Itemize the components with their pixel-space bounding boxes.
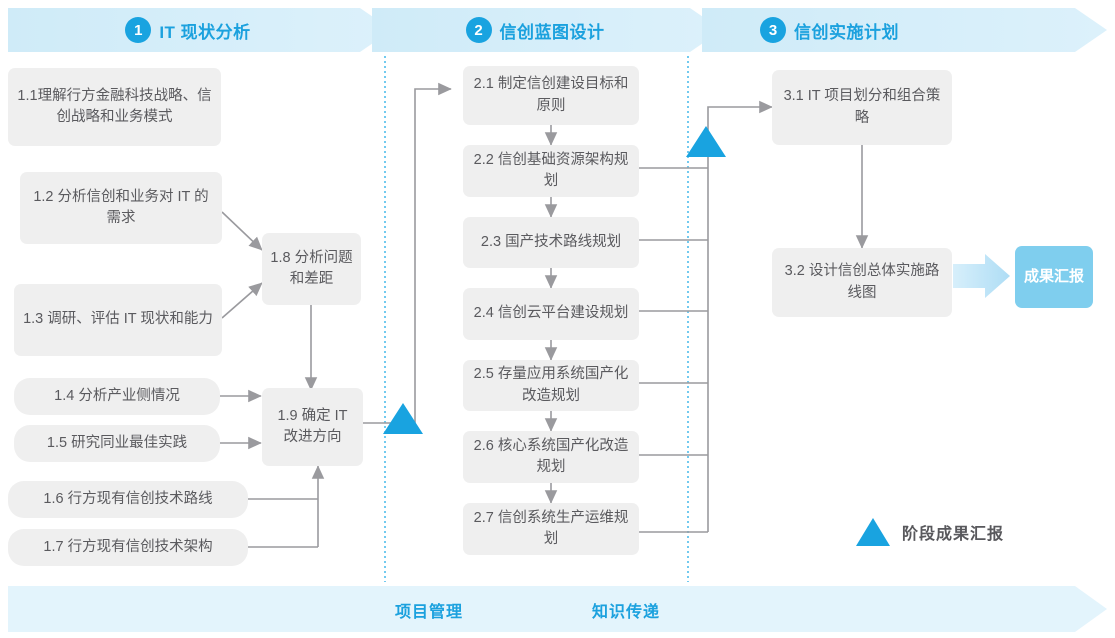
bottom-label-project-management: 项目管理 <box>395 604 464 621</box>
task-box-2-3[interactable]: 2.3 国产技术路线规划 <box>463 217 639 268</box>
task-box-2-4[interactable]: 2.4 信创云平台建设规划 <box>463 288 639 340</box>
task-box-1-6[interactable]: 1.6 行方现有信创技术路线 <box>8 481 248 518</box>
phase-header-3[interactable]: 3 信创实施计划 <box>702 8 1107 52</box>
result-box[interactable]: 成果汇报 <box>1015 246 1093 308</box>
task-box-2-7[interactable]: 2.7 信创系统生产运维规划 <box>463 503 639 555</box>
task-box-1-1[interactable]: 1.1理解行方金融科技战略、信创战略和业务模式 <box>8 68 221 146</box>
milestone-triangle-phase2 <box>686 126 726 157</box>
phase-title-2: 信创蓝图设计 <box>499 22 605 42</box>
legend-label: 阶段成果汇报 <box>902 526 1005 543</box>
connector-1-3-to-1-8 <box>221 282 263 319</box>
task-box-3-2[interactable]: 3.2 设计信创总体实施路线图 <box>772 248 952 317</box>
bottom-band <box>8 586 1107 632</box>
task-box-1-3[interactable]: 1.3 调研、评估 IT 现状和能力 <box>14 284 222 356</box>
connector-1-9-to-2-1 <box>363 82 452 424</box>
connector-bus-to-3-1 <box>707 100 773 532</box>
task-box-3-1[interactable]: 3.1 IT 项目划分和组合策略 <box>772 70 952 145</box>
milestone-triangle-icon <box>856 518 890 546</box>
task-box-1-7[interactable]: 1.7 行方现有信创技术架构 <box>8 529 248 566</box>
phase-header-1[interactable]: 1 IT 现状分析 <box>8 8 392 52</box>
task-box-2-6[interactable]: 2.6 核心系统国产化改造规划 <box>463 431 639 483</box>
result-arrow-icon <box>953 254 1010 298</box>
task-box-1-4[interactable]: 1.4 分析产业侧情况 <box>14 378 220 415</box>
phase-number-2: 2 <box>465 17 492 43</box>
phase-header-2[interactable]: 2 信创蓝图设计 <box>372 8 722 52</box>
task-box-1-2[interactable]: 1.2 分析信创和业务对 IT 的需求 <box>20 172 222 244</box>
milestone-triangle-phase1 <box>383 403 423 434</box>
task-box-1-9[interactable]: 1.9 确定 IT 改进方向 <box>262 388 363 466</box>
task-box-2-1[interactable]: 2.1 制定信创建设目标和原则 <box>463 66 639 125</box>
phase-title-3: 信创实施计划 <box>794 22 899 42</box>
task-box-2-2[interactable]: 2.2 信创基础资源架构规划 <box>463 145 639 197</box>
task-box-1-8[interactable]: 1.8 分析问题和差距 <box>262 233 361 305</box>
connector-1-2-to-1-8 <box>221 211 263 251</box>
phase-title-1: IT 现状分析 <box>159 22 251 42</box>
task-box-2-5[interactable]: 2.5 存量应用系统国产化改造规划 <box>463 360 639 411</box>
task-box-1-5[interactable]: 1.5 研究同业最佳实践 <box>14 425 220 462</box>
bottom-label-knowledge-transfer: 知识传递 <box>592 604 661 621</box>
phase-number-1: 1 <box>125 17 152 43</box>
legend: 阶段成果汇报 <box>856 518 1004 546</box>
phase-number-3: 3 <box>760 17 786 43</box>
